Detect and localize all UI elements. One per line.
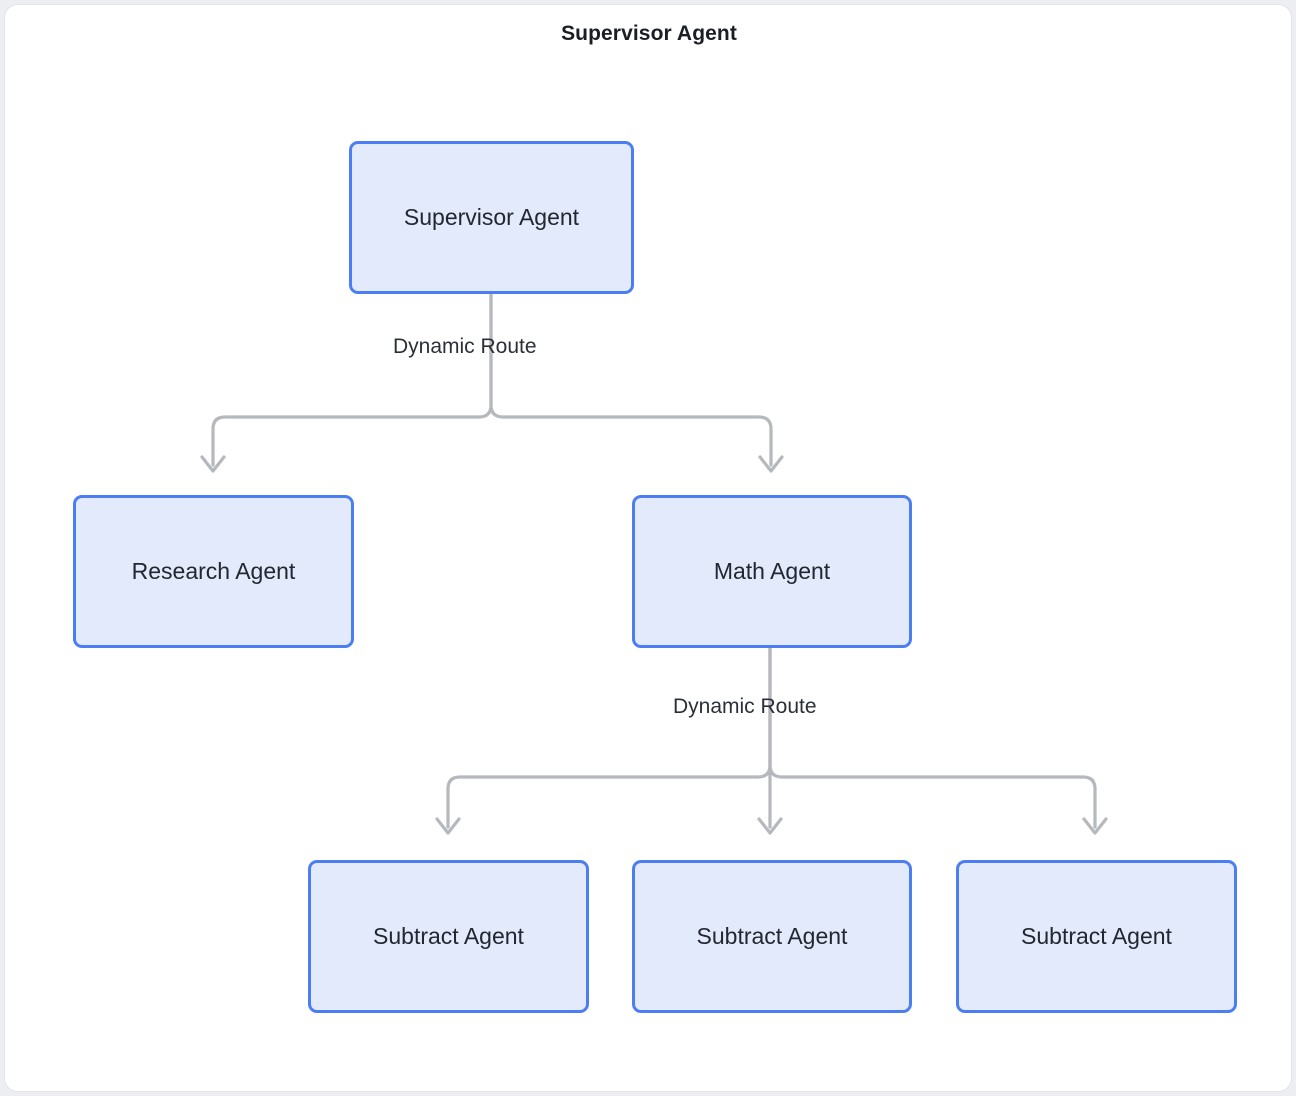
arrowhead-math: [758, 455, 784, 473]
page-title: Supervisor Agent: [561, 22, 737, 45]
node-subtract-agent-2[interactable]: Subtract Agent: [632, 860, 912, 1013]
node-label: Math Agent: [713, 557, 831, 584]
arrowhead-subtract3: [1082, 817, 1108, 835]
node-math-agent[interactable]: Math Agent: [632, 495, 912, 648]
node-label: Subtract Agent: [373, 922, 524, 949]
edge-math-to-subtract1: [446, 646, 772, 829]
node-label: Subtract Agent: [696, 922, 848, 949]
node-subtract-agent-1[interactable]: Subtract Agent: [308, 860, 589, 1013]
diagram-canvas: Supervisor Agent Research Agent Math Age…: [5, 5, 1293, 1093]
node-research-agent[interactable]: Research Agent: [73, 495, 354, 648]
edge-math-to-subtract3: [768, 646, 1097, 829]
arrowhead-research: [200, 455, 226, 473]
arrowhead-subtract2: [757, 817, 783, 835]
arrowhead-subtract1: [435, 817, 461, 835]
edge-supervisor-to-research: [211, 292, 493, 467]
node-subtract-agent-3[interactable]: Subtract Agent: [956, 860, 1237, 1013]
edge-supervisor-to-math: [489, 292, 773, 467]
node-label: Supervisor Agent: [403, 203, 580, 230]
node-label: Subtract Agent: [1021, 922, 1172, 949]
edge-label-dynamic-route-1: Dynamic Route: [393, 335, 537, 358]
node-label: Research Agent: [131, 557, 296, 584]
diagram-card: Supervisor Agent Supervisor Agent: [4, 4, 1292, 1092]
node-supervisor-agent[interactable]: Supervisor Agent: [349, 141, 634, 294]
edge-layer: [200, 292, 1108, 835]
edge-label-dynamic-route-2: Dynamic Route: [673, 695, 817, 718]
